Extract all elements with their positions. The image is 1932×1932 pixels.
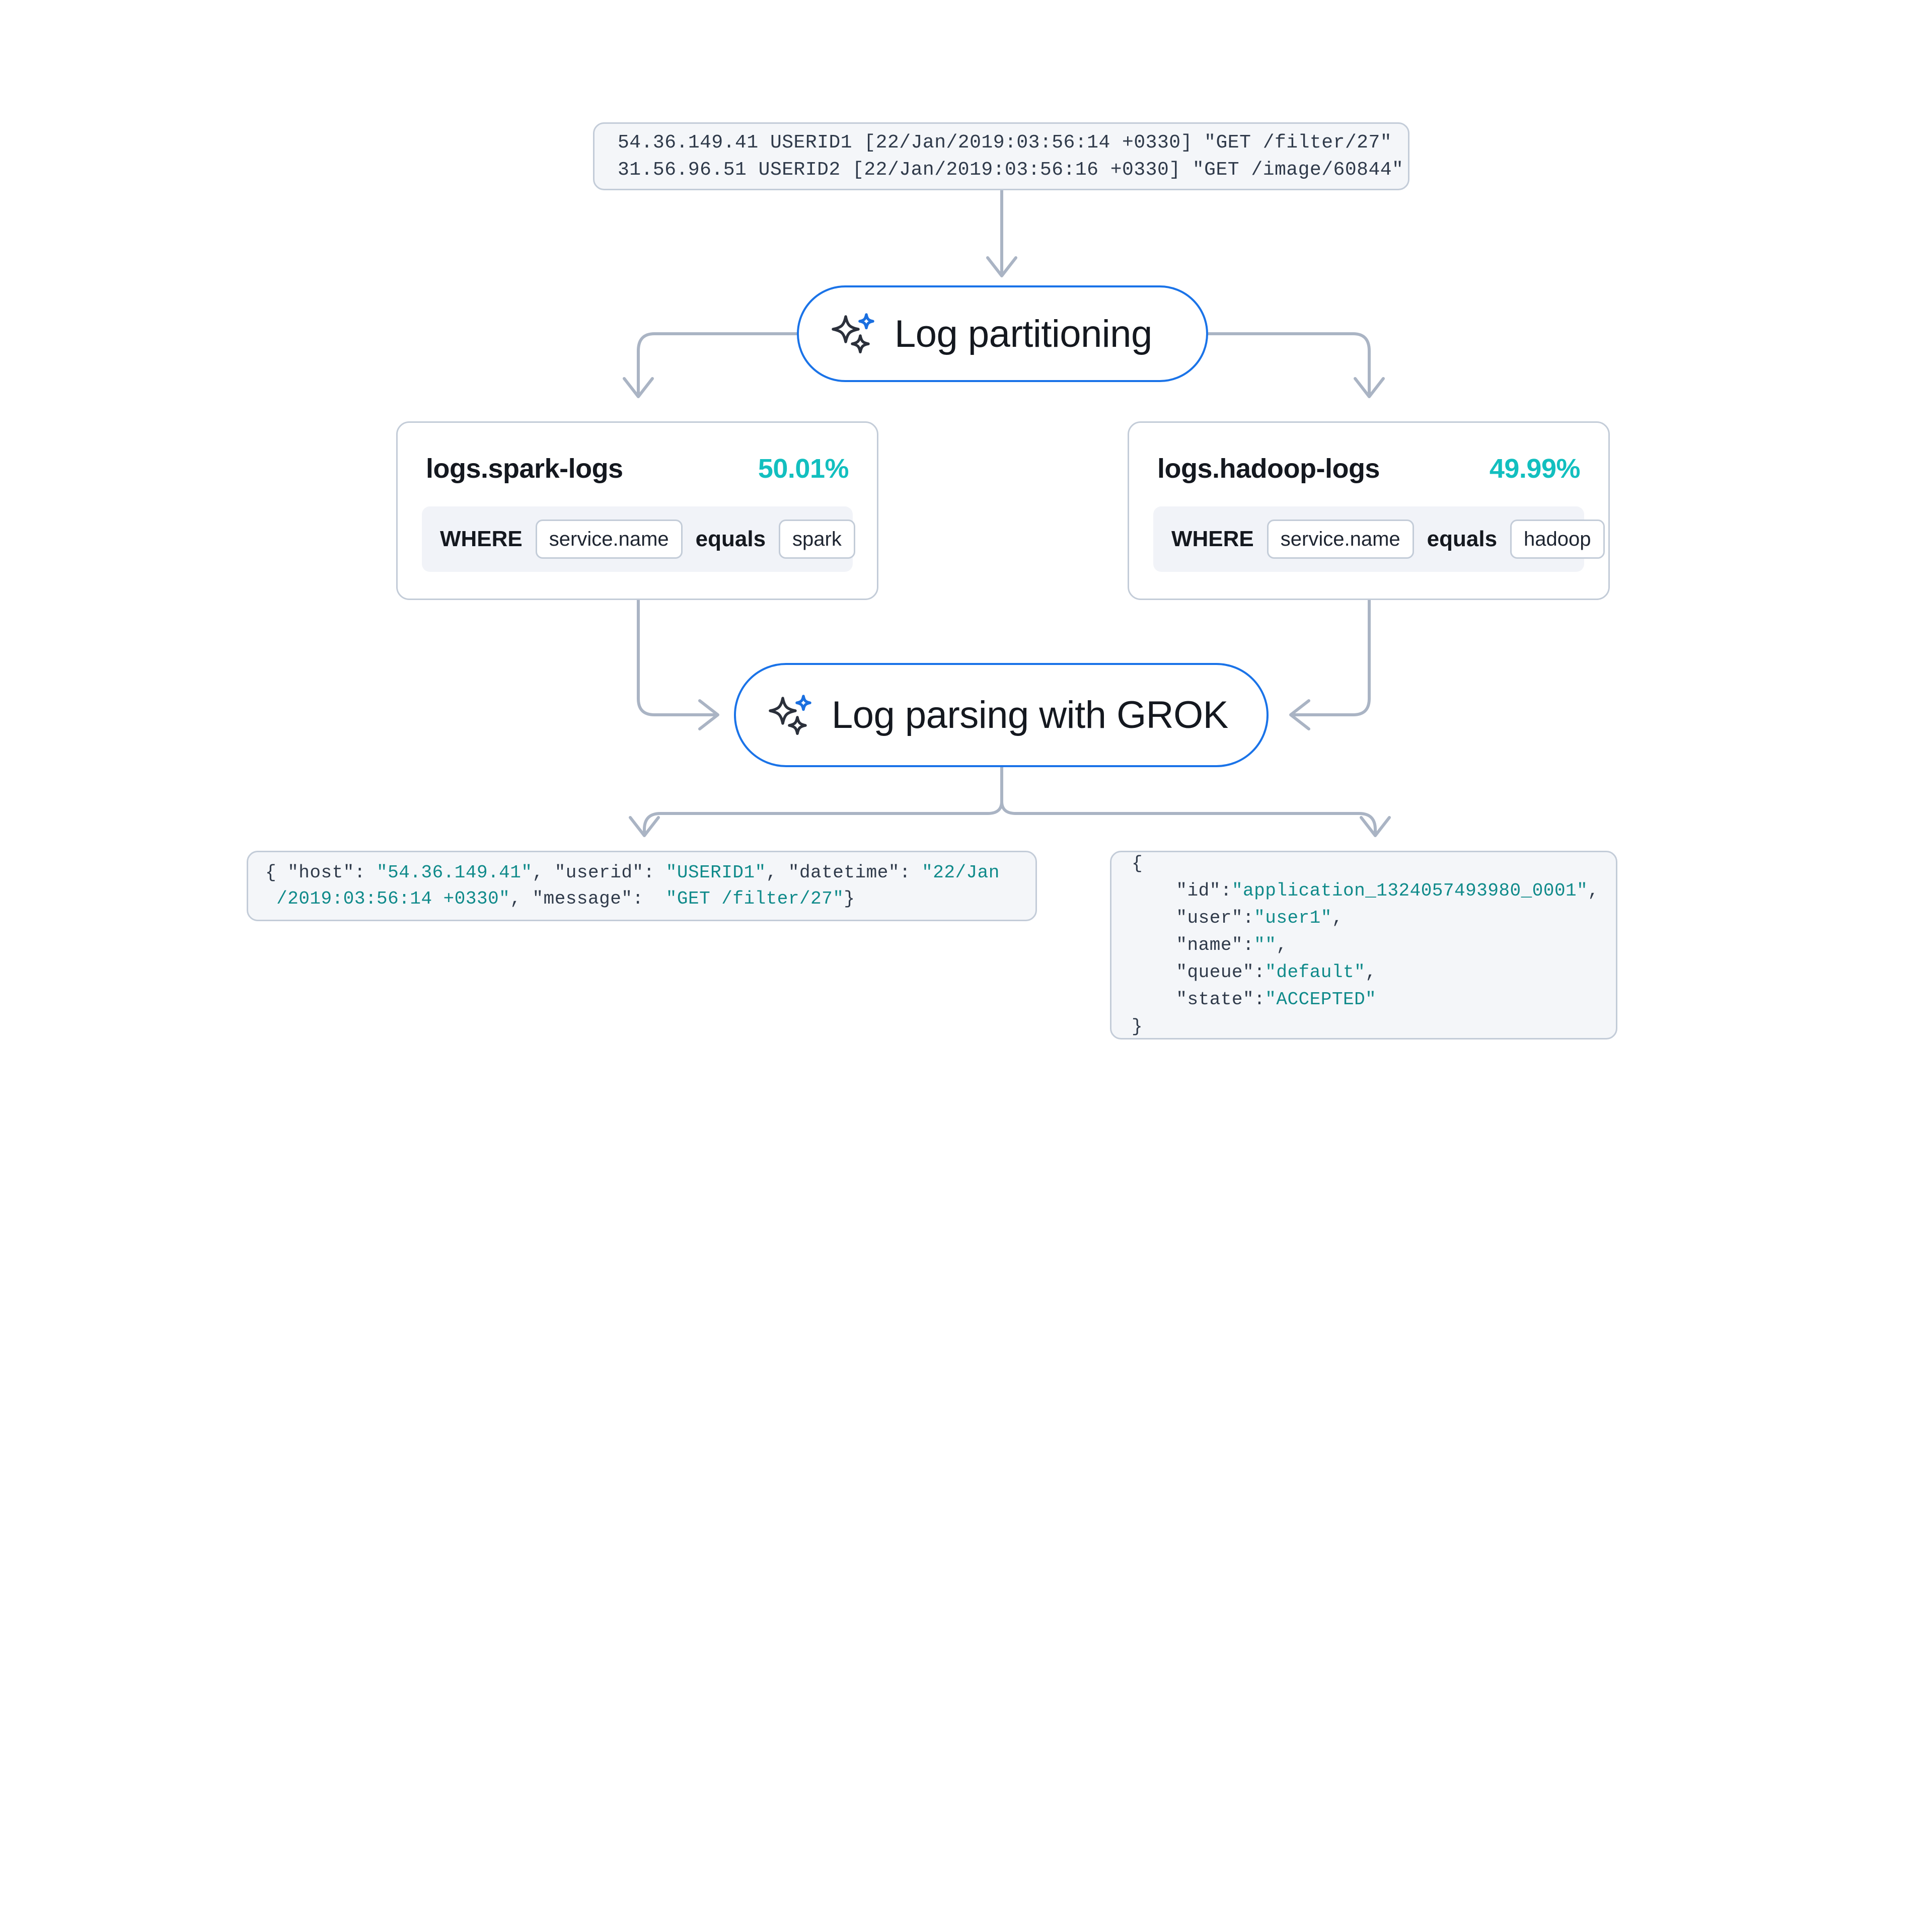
input-log-line-1: 54.36.149.41 USERID1 [22/Jan/2019:03:56:… — [618, 131, 1392, 154]
condition-operator: equals — [695, 527, 766, 551]
wire-spark-to-parsing — [637, 599, 719, 730]
wire-partitioning-to-hadoop — [1207, 332, 1385, 398]
wire-input-to-partitioning — [986, 189, 1017, 277]
output-json-left-text: { "host": "54.36.149.41", "userid": "USE… — [265, 862, 1000, 909]
output-json-right-text: { "id":"application_1324057493980_0001",… — [1132, 853, 1599, 1037]
output-json-right: { "id":"application_1324057493980_0001",… — [1110, 851, 1617, 1039]
condition-value-chip[interactable]: hadoop — [1510, 519, 1605, 559]
condition-operator: equals — [1427, 527, 1498, 551]
partition-percent: 49.99% — [1489, 454, 1581, 484]
partition-card-hadoop[interactable]: logs.hadoop-logs 49.99% WHERE service.na… — [1128, 421, 1610, 600]
node-label: Log parsing with GROK — [832, 694, 1228, 736]
partition-condition: WHERE service.name equals hadoop — [1153, 506, 1605, 572]
node-label: Log partitioning — [895, 312, 1152, 355]
condition-keyword: WHERE — [440, 527, 523, 551]
partition-card-spark[interactable]: logs.spark-logs 50.01% WHERE service.nam… — [396, 421, 878, 600]
partition-condition: WHERE service.name equals spark — [422, 506, 855, 572]
output-json-left: { "host": "54.36.149.41", "userid": "USE… — [247, 851, 1037, 921]
condition-keyword: WHERE — [1171, 527, 1254, 551]
condition-value-chip[interactable]: spark — [779, 519, 855, 559]
node-log-parsing-grok[interactable]: Log parsing with GROK — [734, 663, 1269, 767]
partition-title: logs.spark-logs — [426, 454, 623, 484]
wire-parsing-to-outputs — [629, 766, 1391, 837]
node-log-partitioning[interactable]: Log partitioning — [797, 285, 1208, 382]
wire-partitioning-to-spark — [623, 332, 798, 398]
partition-title: logs.hadoop-logs — [1157, 454, 1380, 484]
sparkles-icon — [766, 691, 814, 739]
sparkles-icon — [829, 310, 877, 358]
card-header: logs.hadoop-logs 49.99% — [1129, 423, 1608, 484]
input-log-line-2: 31.56.96.51 USERID2 [22/Jan/2019:03:56:1… — [618, 159, 1404, 181]
condition-field-chip[interactable]: service.name — [1267, 519, 1414, 559]
card-header: logs.spark-logs 50.01% — [398, 423, 877, 484]
wire-hadoop-to-parsing — [1289, 599, 1371, 730]
partition-percent: 50.01% — [758, 454, 849, 484]
condition-field-chip[interactable]: service.name — [535, 519, 683, 559]
input-log-box: 54.36.149.41 USERID1 [22/Jan/2019:03:56:… — [593, 122, 1409, 190]
